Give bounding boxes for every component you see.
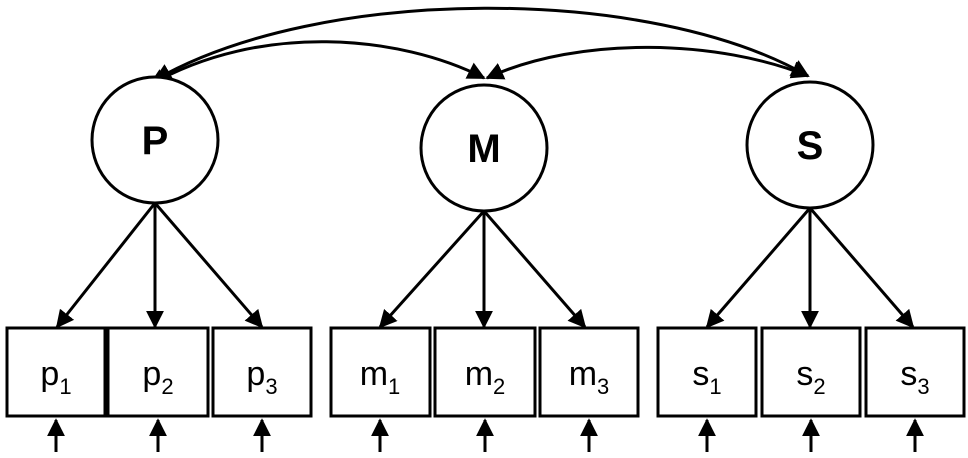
indicator-box-s3 <box>864 326 966 418</box>
indicator-box-m1 <box>329 326 432 418</box>
indicator-label-s3: s3 <box>900 355 929 399</box>
indicator-m3: m3 <box>538 326 640 418</box>
indicator-p2: p2 <box>106 326 210 418</box>
loading-arrow-p-p1 <box>55 202 157 329</box>
indicator-label-m3: m3 <box>569 355 610 399</box>
latent-label-s: S <box>797 124 824 168</box>
indicator-label-p3: p3 <box>246 355 277 399</box>
latent-label-p: P <box>142 119 169 163</box>
indicator-box-p3 <box>211 326 313 418</box>
covariance-arc-p-m <box>148 40 486 87</box>
indicator-label-p1: p1 <box>40 355 71 399</box>
latent-label-m: M <box>467 127 500 171</box>
indicator-box-s1 <box>656 326 758 418</box>
indicator-m1: m1 <box>329 326 432 418</box>
indicator-label-s2: s2 <box>796 355 825 399</box>
indicator-box-p1 <box>5 326 107 418</box>
indicator-label-m2: m2 <box>465 355 506 399</box>
loading-arrow-s-s1 <box>705 207 812 329</box>
loading-arrow-m-m1 <box>378 209 486 329</box>
loading-arrow-m-m3 <box>482 210 587 329</box>
indicator-m2: m2 <box>433 326 537 418</box>
indicator-p3: p3 <box>211 326 313 418</box>
indicator-p1: p1 <box>5 326 107 418</box>
indicator-box-s2 <box>760 326 862 418</box>
latent-m: M <box>419 83 549 213</box>
indicator-box-m3 <box>538 326 640 418</box>
indicator-s1: s1 <box>656 326 758 418</box>
indicator-label-s1: s1 <box>692 355 721 399</box>
indicator-s2: s2 <box>760 326 862 418</box>
indicator-label-m1: m1 <box>360 355 401 399</box>
latent-s: S <box>745 80 875 210</box>
indicator-box-m2 <box>433 326 537 418</box>
indicator-label-p2: p2 <box>142 355 173 399</box>
loading-arrow-s-s3 <box>808 207 915 329</box>
loading-arrow-p-p3 <box>153 202 264 329</box>
latent-p: P <box>90 75 220 205</box>
indicator-box-p2 <box>106 326 210 418</box>
covariance-arc-p-s <box>153 6 810 82</box>
indicator-s3: s3 <box>864 326 966 418</box>
